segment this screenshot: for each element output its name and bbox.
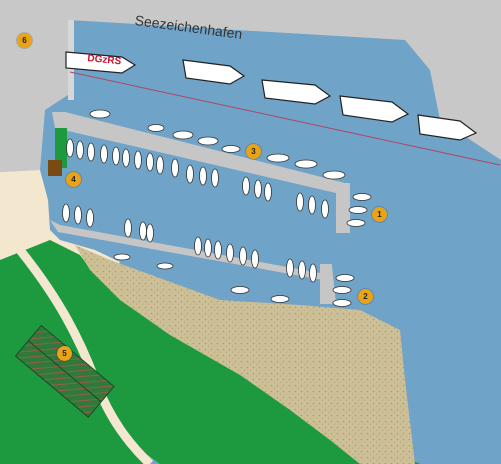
channel-line	[69, 71, 501, 166]
boat	[147, 124, 165, 132]
vessel-dgzrs	[65, 51, 137, 74]
large-vessels	[65, 51, 478, 141]
boat	[100, 144, 108, 164]
boat	[139, 221, 147, 241]
boat	[62, 203, 70, 223]
lower-jetty-end	[320, 264, 332, 304]
boat	[294, 159, 318, 169]
boat	[296, 192, 304, 212]
boat	[214, 240, 222, 260]
boat	[199, 166, 207, 186]
upper-jetty	[52, 112, 350, 232]
boat	[308, 195, 316, 215]
marker-5[interactable]: 5	[57, 346, 72, 361]
boat	[251, 249, 259, 269]
boat	[286, 258, 294, 278]
upper-jetty-end	[336, 183, 350, 233]
boat	[221, 145, 241, 153]
boat	[270, 295, 290, 303]
boat	[230, 286, 250, 294]
boat	[332, 299, 352, 307]
boat	[124, 218, 132, 238]
boat	[122, 148, 130, 168]
boat	[266, 153, 290, 163]
boat	[242, 176, 250, 196]
marker-6[interactable]: 6	[17, 33, 32, 48]
boat	[76, 140, 84, 160]
boat	[146, 223, 154, 243]
boat	[346, 219, 366, 227]
marker-3[interactable]: 3	[246, 144, 261, 159]
boat	[298, 260, 306, 280]
boat	[172, 130, 194, 140]
boat	[171, 158, 179, 178]
boat	[87, 142, 95, 162]
boat	[197, 136, 219, 146]
boat	[89, 109, 111, 119]
moored-boats	[62, 109, 372, 307]
marker-2[interactable]: 2	[358, 289, 373, 304]
boat	[156, 155, 164, 175]
boat	[352, 193, 372, 201]
vessel-4	[339, 95, 410, 123]
sand-beach	[75, 245, 415, 464]
green-strip	[55, 128, 67, 168]
marker-4[interactable]: 4	[66, 172, 81, 187]
lower-jetty	[50, 220, 336, 303]
boat	[66, 138, 74, 158]
boat	[204, 238, 212, 258]
boat	[146, 152, 154, 172]
boat	[112, 146, 120, 166]
quay-area	[0, 0, 501, 172]
boat	[332, 286, 352, 294]
boat	[156, 262, 174, 270]
boat	[86, 208, 94, 228]
boat	[335, 274, 355, 282]
boat	[113, 253, 131, 261]
boat	[322, 170, 346, 180]
boat	[348, 206, 368, 214]
vessel-5	[417, 114, 478, 141]
vessel-2	[182, 59, 246, 85]
boat	[239, 246, 247, 266]
boat	[74, 205, 82, 225]
boat	[194, 236, 202, 256]
boat	[186, 164, 194, 184]
vessel-3	[261, 79, 332, 105]
hatched-field	[14, 324, 115, 418]
boat	[254, 179, 262, 199]
shed	[48, 160, 62, 176]
boat	[134, 150, 142, 170]
boat	[211, 168, 219, 188]
boat	[321, 199, 329, 219]
boat	[226, 243, 234, 263]
boat	[264, 182, 272, 202]
boat	[309, 263, 317, 283]
marker-1[interactable]: 1	[372, 207, 387, 222]
